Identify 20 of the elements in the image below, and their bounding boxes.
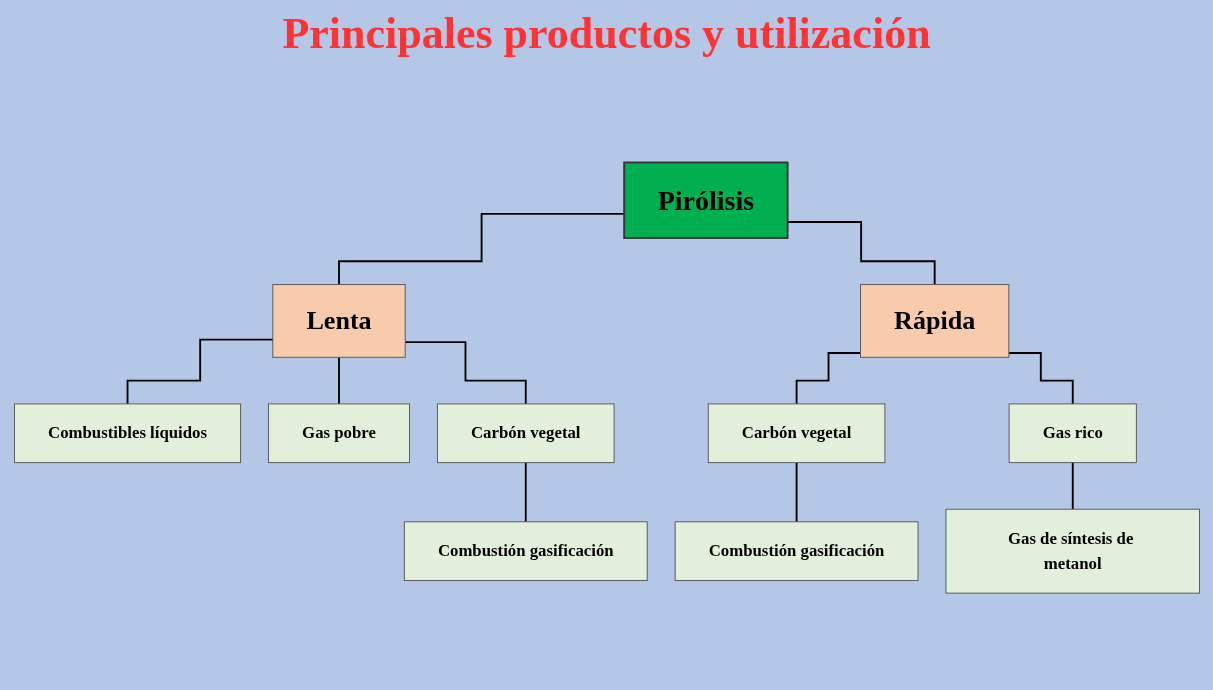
connector <box>126 338 274 405</box>
node-box: Carbón vegetal <box>436 403 615 463</box>
connector <box>795 351 861 405</box>
title: Principales productos y utilización <box>282 8 931 59</box>
connector <box>1071 461 1074 510</box>
node-box: Gas rico <box>1008 403 1137 463</box>
node-box: Combustión gasificación <box>674 521 918 581</box>
node-box: Gas de síntesis de metanol <box>945 508 1200 594</box>
node-box: Pirólisis <box>622 161 789 239</box>
node-box: Carbón vegetal <box>707 403 885 463</box>
connector <box>795 461 797 523</box>
node-box: Gas pobre <box>267 403 410 463</box>
connector <box>1007 351 1074 405</box>
node-box: Combustión gasificación <box>403 521 648 581</box>
connector <box>337 356 340 405</box>
connector <box>403 340 527 405</box>
connector <box>524 461 527 523</box>
node-box: Combustibles líquidos <box>13 403 241 463</box>
node-box: Rápida <box>859 283 1009 358</box>
node-box: Lenta <box>271 283 406 358</box>
